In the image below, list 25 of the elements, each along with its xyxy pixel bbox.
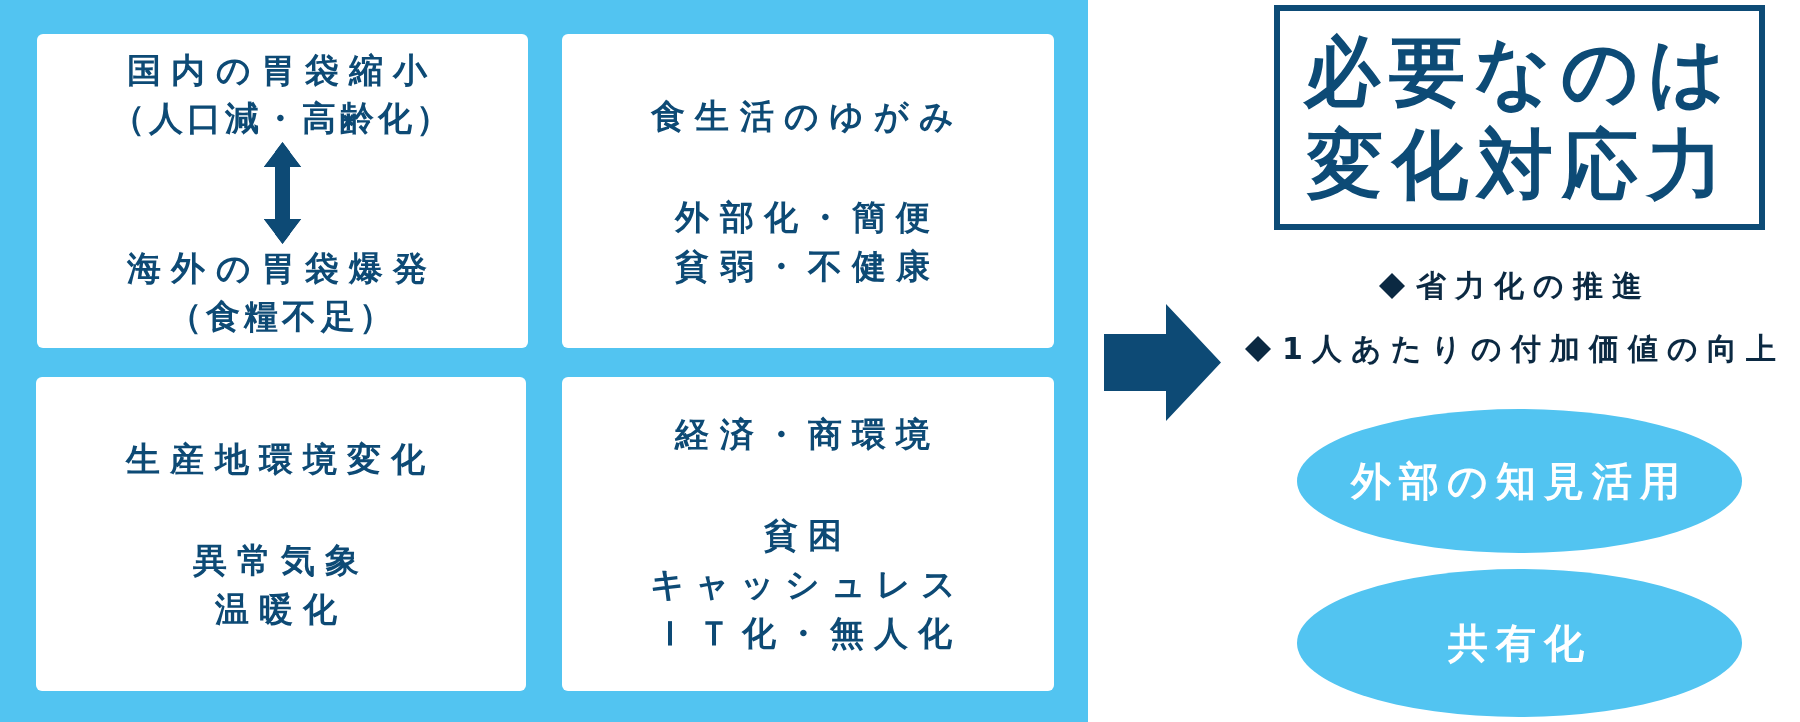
card	[36, 377, 526, 691]
card-text: 外部化・簡便	[675, 195, 941, 239]
card	[37, 34, 528, 348]
card-heading: 経済・商環境	[675, 413, 941, 456]
bullet-text: 1人あたりの付加価値の向上	[1282, 330, 1785, 368]
title-frame	[1274, 5, 1765, 230]
oval-label: 共有化	[1447, 619, 1592, 668]
heading-text: 国内の胃袋縮小	[127, 49, 438, 92]
card-heading: 食生活のゆがみ	[651, 94, 965, 138]
card-text: ＩＴ化・無人化	[653, 612, 963, 655]
card-text: 温暖化	[214, 587, 348, 631]
card-text: 貧困	[763, 514, 853, 557]
double-arrow	[263, 142, 302, 244]
bullet-text: 省力化の推進	[1416, 267, 1651, 305]
card-heading: 生産地環境変化	[126, 437, 436, 481]
card-text: キャッシュレス	[649, 563, 967, 606]
title-text: 必要なのは変化対応力	[1303, 25, 1736, 211]
card-text: 異常気象	[192, 538, 370, 582]
note-text: （食糧不足）	[168, 295, 397, 338]
card	[562, 34, 1054, 348]
oval-label: 外部の知見活用	[1351, 457, 1688, 506]
card	[562, 377, 1054, 691]
card-text: 貧弱・不健康	[675, 244, 941, 288]
note-text: （人口減・高齢化）	[111, 97, 454, 140]
heading-text: 海外の胃袋爆発	[127, 247, 438, 290]
